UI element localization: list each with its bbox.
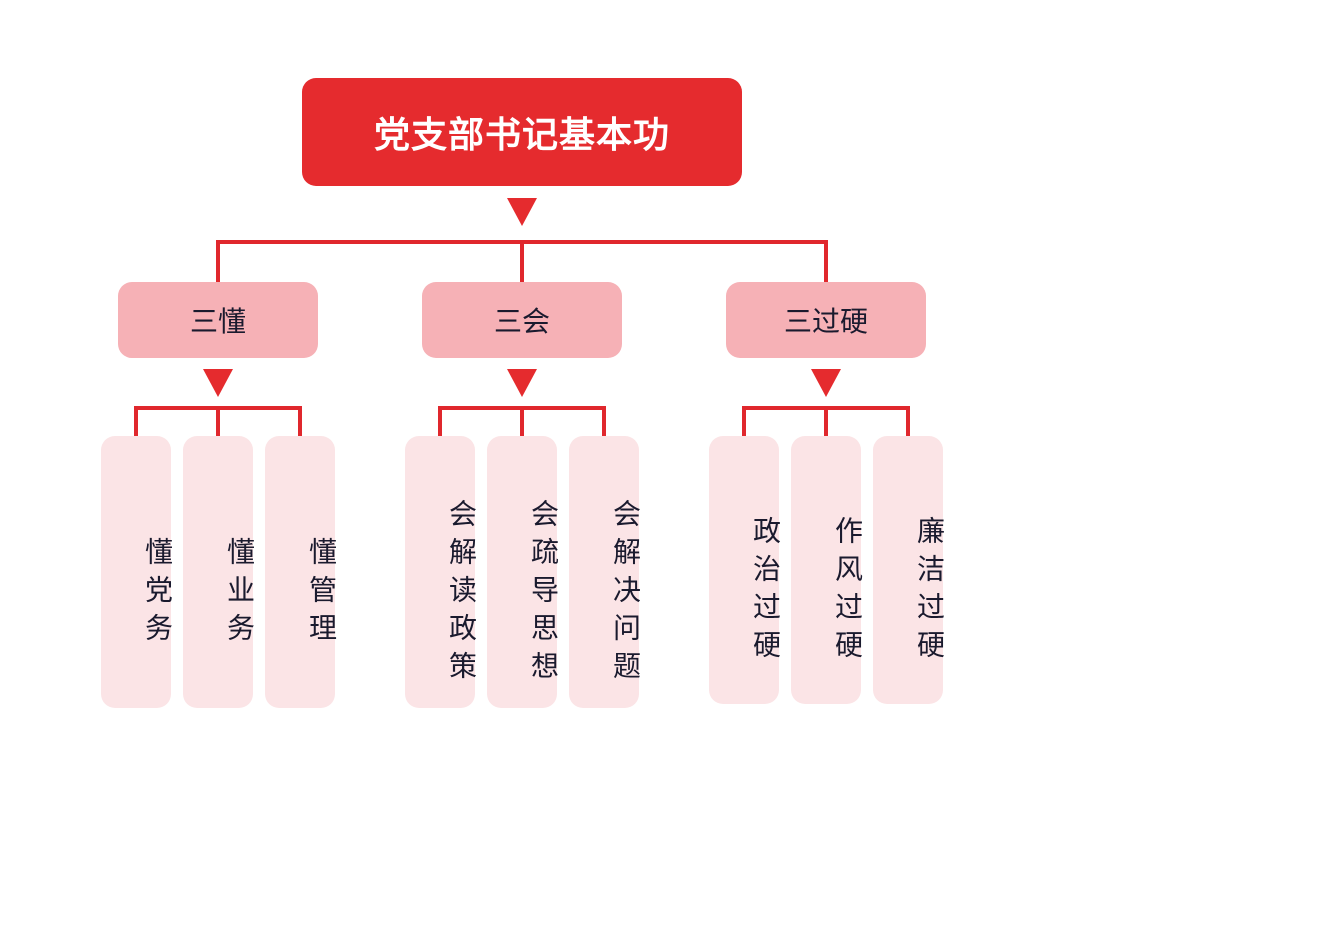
leaf-node: 会解决问题 <box>569 436 642 708</box>
leaf-label: 会解读政策 <box>445 499 478 689</box>
group-label: 三会 <box>493 305 550 338</box>
group-node-1: 三会 <box>422 282 622 358</box>
leaf-label: 懂业务 <box>223 537 256 651</box>
down-arrow-icon <box>203 369 233 397</box>
down-arrow-icon <box>507 198 537 226</box>
root-node: 党支部书记基本功 <box>302 78 742 186</box>
group-label: 三懂 <box>189 305 246 338</box>
leaf-label: 廉洁过硬 <box>913 516 946 668</box>
down-arrow-icon <box>507 369 537 397</box>
leaf-label: 会解决问题 <box>609 499 642 689</box>
down-arrow-icon <box>811 369 841 397</box>
leaf-label: 会疏导思想 <box>527 499 560 689</box>
group-node-0: 三懂 <box>118 282 318 358</box>
group-label: 三过硬 <box>783 305 868 338</box>
group-node-2: 三过硬 <box>726 282 926 358</box>
leaf-node: 作风过硬 <box>791 436 864 704</box>
root-label: 党支部书记基本功 <box>373 115 670 156</box>
leaf-node: 会解读政策 <box>405 436 478 708</box>
leaf-label: 政治过硬 <box>749 516 782 668</box>
leaf-label: 懂党务 <box>141 537 174 651</box>
leaf-node: 懂党务 <box>101 436 174 708</box>
leaf-node: 懂业务 <box>183 436 256 708</box>
leaf-node: 廉洁过硬 <box>873 436 946 704</box>
leaf-label: 懂管理 <box>305 537 338 651</box>
leaf-node: 会疏导思想 <box>487 436 560 708</box>
leaf-node: 政治过硬 <box>709 436 782 704</box>
leaf-node: 懂管理 <box>265 436 338 708</box>
leaf-label: 作风过硬 <box>831 516 864 668</box>
